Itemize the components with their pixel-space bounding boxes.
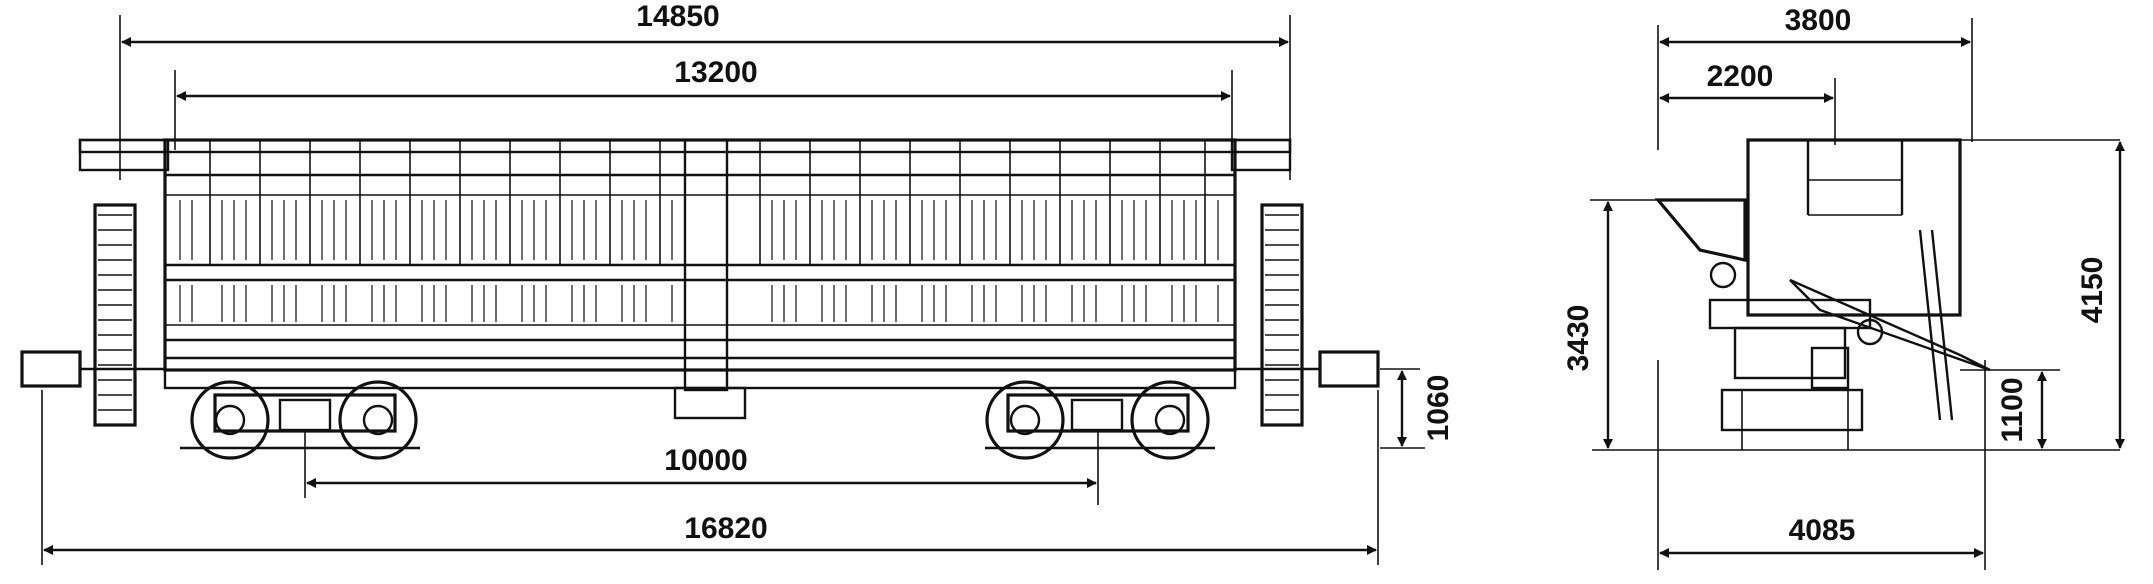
dim-body-inner: 13200 (174, 56, 1233, 150)
dim-over-couplers: 16820 (41, 390, 1379, 565)
dim-over-couplers-label: 16820 (684, 512, 767, 545)
coupler-left (20, 350, 165, 388)
end-view-body (1654, 138, 1991, 450)
dim-width-bottom-label: 4085 (1789, 514, 1856, 547)
coupler-right (1235, 350, 1380, 388)
dim-coupler-height-label: 1060 (1422, 375, 1455, 442)
side-slats-upper (209, 140, 1206, 265)
car-body (78, 138, 1304, 427)
dim-height-body-label: 3430 (1562, 305, 1595, 372)
bogie-left (190, 380, 418, 460)
dim-overall-body-label: 14850 (636, 0, 719, 33)
dim-coupler-height: 1060 (1380, 368, 1455, 449)
dim-height-body: 3430 (1562, 201, 1613, 449)
dim-low-height: 1100 (1996, 371, 2047, 449)
dim-width-top-label: 3800 (1785, 4, 1852, 37)
dim-bogie-centers-label: 10000 (664, 444, 747, 477)
dim-low-height-label: 1100 (1996, 377, 2029, 442)
side-ribs (179, 200, 1219, 322)
dim-overall-body: 14850 (119, 0, 1291, 180)
dim-half-width: 2200 (1659, 60, 1836, 145)
end-view: 3800 2200 (1562, 4, 2125, 570)
dim-height-total-label: 4150 (2076, 257, 2109, 324)
underframe (163, 368, 1237, 420)
dim-height-total: 4150 (2076, 141, 2125, 449)
dim-bogie-centers: 10000 (304, 430, 1099, 505)
end-ladders (98, 214, 1299, 411)
dim-width-bottom: 4085 (1657, 360, 1986, 570)
dim-width-top: 3800 (1657, 4, 1973, 150)
dim-body-inner-label: 13200 (674, 56, 757, 89)
side-view: 14850 13200 (20, 0, 1455, 565)
dim-half-width-label: 2200 (1707, 60, 1774, 93)
